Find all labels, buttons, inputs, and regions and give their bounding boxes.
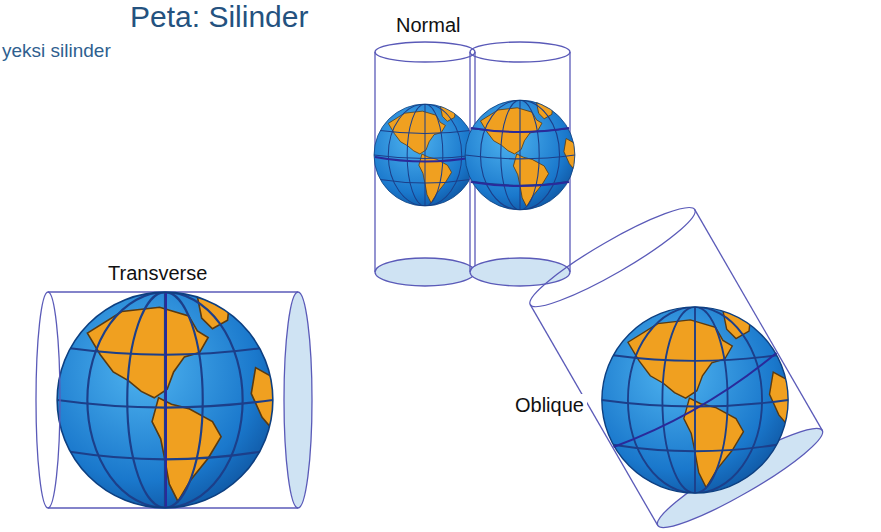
projection-label: Normal [396,14,460,37]
projection-label: Transverse [108,262,207,285]
projection-label: Oblique [512,394,587,417]
subtitle-text: yeksi silinder [2,40,111,62]
slide-title: Peta: Silinder [130,0,308,35]
